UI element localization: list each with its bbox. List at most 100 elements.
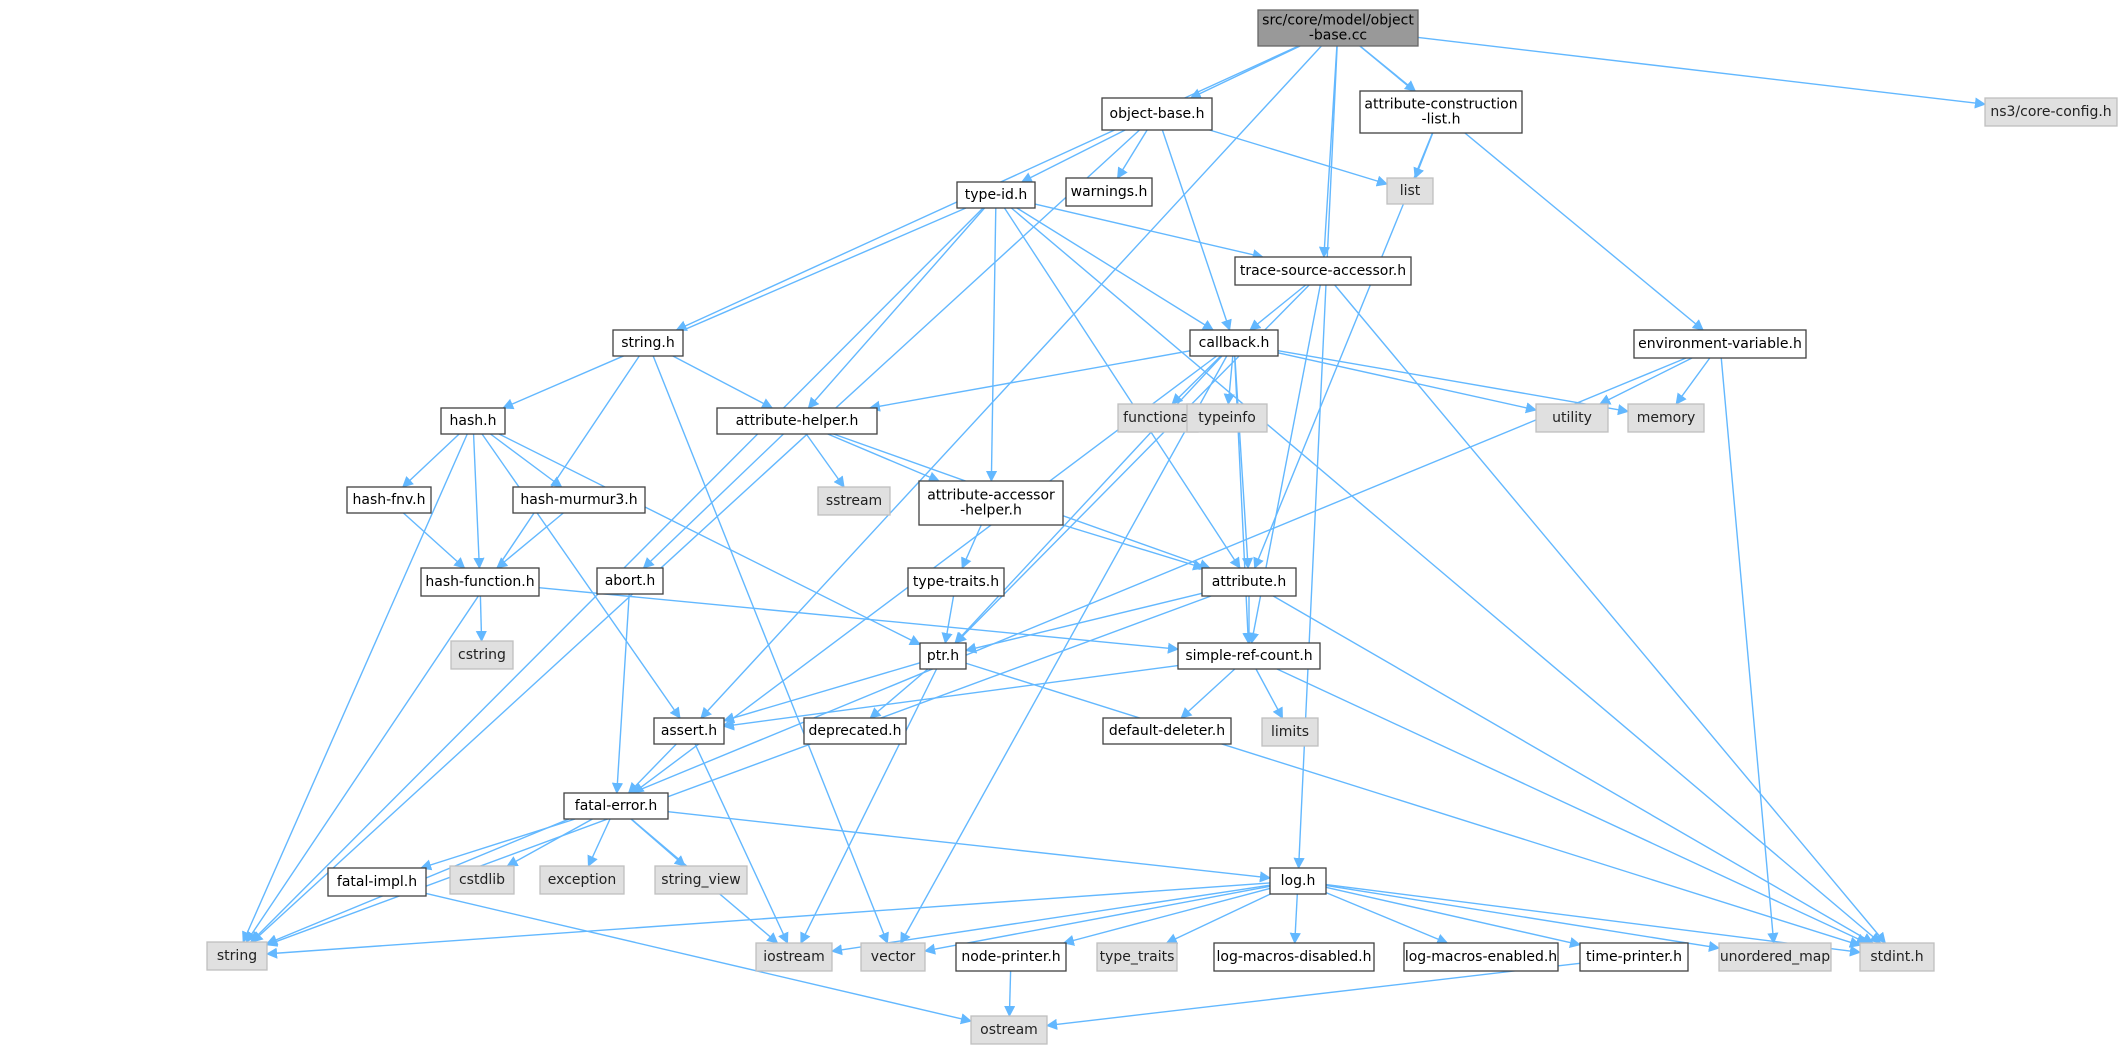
node-n12[interactable]: attribute-helper.h <box>716 407 878 435</box>
node-n36[interactable]: string_view <box>654 865 748 895</box>
node-box <box>1065 177 1153 207</box>
node-n32[interactable]: fatal-error.h <box>563 792 669 820</box>
node-box <box>1627 403 1705 433</box>
node-box <box>450 640 514 670</box>
node-n34[interactable]: cstdlib <box>449 865 515 895</box>
node-label: hash.h <box>450 413 497 429</box>
edge-n26-to-n39 <box>800 668 938 945</box>
node-box <box>1633 329 1807 359</box>
node-n3[interactable]: ns3/core-config.h <box>1984 97 2118 127</box>
node-label: attribute-construction <box>1364 97 1517 113</box>
node-n39[interactable]: iostream <box>755 942 833 972</box>
node-n2[interactable]: attribute-construction-list.h <box>1359 90 1523 134</box>
edge-n17-to-n21 <box>402 512 466 569</box>
node-n11[interactable]: hash.h <box>440 407 506 435</box>
node-n6[interactable]: warnings.h <box>1065 177 1153 207</box>
node-n4[interactable]: list <box>1386 177 1434 205</box>
node-box <box>1535 403 1609 433</box>
node-n47[interactable]: stdint.h <box>1859 942 1935 972</box>
node-n7[interactable]: trace-source-accessor.h <box>1234 256 1412 286</box>
node-box <box>970 1015 1048 1045</box>
node-n28[interactable]: assert.h <box>653 717 725 745</box>
node-label: memory <box>1637 410 1696 426</box>
node-n46[interactable]: unordered_map <box>1718 942 1832 972</box>
node-n8[interactable]: string.h <box>612 329 684 357</box>
node-n25[interactable]: cstring <box>450 640 514 670</box>
node-n22[interactable]: abort.h <box>596 567 664 595</box>
node-n5[interactable]: type-id.h <box>956 181 1036 209</box>
node-label: hash-function.h <box>425 574 534 590</box>
node-n17[interactable]: hash-fnv.h <box>346 486 432 514</box>
node-n27[interactable]: simple-ref-count.h <box>1177 642 1321 670</box>
edge-n5-to-n9 <box>1016 207 1215 331</box>
node-n45[interactable]: time-printer.h <box>1579 942 1689 972</box>
node-label: limits <box>1271 724 1309 740</box>
node-n13[interactable]: functional <box>1117 403 1199 433</box>
edge-n5-to-n20 <box>985 207 998 483</box>
edge-n37-to-n45 <box>1325 886 1582 949</box>
node-n16[interactable]: memory <box>1627 403 1705 433</box>
node-n14[interactable]: typeinfo <box>1186 403 1268 433</box>
node-box <box>1386 177 1434 205</box>
node-n0[interactable]: src/core/model/object-base.cc <box>1257 9 1419 47</box>
node-n23[interactable]: type-traits.h <box>907 567 1005 597</box>
node-n33[interactable]: fatal-impl.h <box>327 867 427 897</box>
node-n9[interactable]: callback.h <box>1189 329 1279 357</box>
node-label: type_traits <box>1100 949 1175 965</box>
node-n15[interactable]: utility <box>1535 403 1609 433</box>
edge-n5-to-n7 <box>1034 203 1264 261</box>
node-n48[interactable]: ostream <box>970 1015 1048 1045</box>
node-box <box>420 567 540 597</box>
node-label: string_view <box>661 872 740 888</box>
node-n1[interactable]: object-base.h <box>1101 97 1213 131</box>
node-n10[interactable]: environment-variable.h <box>1633 329 1807 359</box>
node-n19[interactable]: sstream <box>817 486 891 516</box>
node-label: time-printer.h <box>1586 949 1682 965</box>
node-n41[interactable]: node-printer.h <box>955 942 1067 972</box>
node-label: -base.cc <box>1309 28 1367 44</box>
node-n30[interactable]: default-deleter.h <box>1102 717 1232 745</box>
edge-n12-to-n19 <box>805 433 845 488</box>
node-box <box>1096 942 1178 972</box>
node-box <box>955 942 1067 972</box>
node-box <box>449 865 515 895</box>
edge-n1-to-n4 <box>1209 129 1389 187</box>
node-box <box>1359 90 1523 134</box>
edge-n0-to-n28 <box>700 45 1322 719</box>
node-n44[interactable]: log-macros-enabled.h <box>1403 942 1559 972</box>
node-box <box>1101 97 1213 131</box>
node-box <box>653 717 725 745</box>
node-n35[interactable]: exception <box>539 865 625 895</box>
node-label: string <box>217 948 257 964</box>
edge-n20-to-n24 <box>1062 524 1205 571</box>
node-n29[interactable]: deprecated.h <box>803 717 907 745</box>
edge-n5-to-n12 <box>807 207 986 409</box>
edge-n8-to-n40 <box>652 355 889 945</box>
node-n21[interactable]: hash-function.h <box>420 567 540 597</box>
node-label: unordered_map <box>1720 949 1830 965</box>
edge-n24-to-n47 <box>1272 595 1874 944</box>
node-n43[interactable]: log-macros-disabled.h <box>1213 942 1375 972</box>
node-n20[interactable]: attribute-accessor-helper.h <box>918 480 1064 526</box>
node-n40[interactable]: vector <box>860 942 926 972</box>
node-box <box>1718 942 1832 972</box>
node-box <box>1859 942 1935 972</box>
node-label: fatal-error.h <box>575 798 657 814</box>
node-n42[interactable]: type_traits <box>1096 942 1178 972</box>
node-box <box>803 717 907 745</box>
node-n31[interactable]: limits <box>1261 717 1319 747</box>
edge-n12-to-n20 <box>827 433 940 483</box>
node-n24[interactable]: attribute.h <box>1201 567 1297 597</box>
node-n37[interactable]: log.h <box>1269 867 1327 895</box>
edge-n37-to-n38 <box>265 882 1271 959</box>
node-label: log-macros-disabled.h <box>1217 949 1372 965</box>
edge-n27-to-n28 <box>722 664 1179 731</box>
node-label: default-deleter.h <box>1109 723 1225 739</box>
node-n26[interactable]: ptr.h <box>919 642 967 670</box>
edge-n9-to-n16 <box>1277 349 1630 416</box>
node-box <box>1579 942 1689 972</box>
edge-n24-to-n26 <box>964 592 1203 654</box>
node-n38[interactable]: string <box>206 941 268 971</box>
node-n18[interactable]: hash-murmur3.h <box>512 486 646 514</box>
node-label: stdint.h <box>1870 949 1923 965</box>
